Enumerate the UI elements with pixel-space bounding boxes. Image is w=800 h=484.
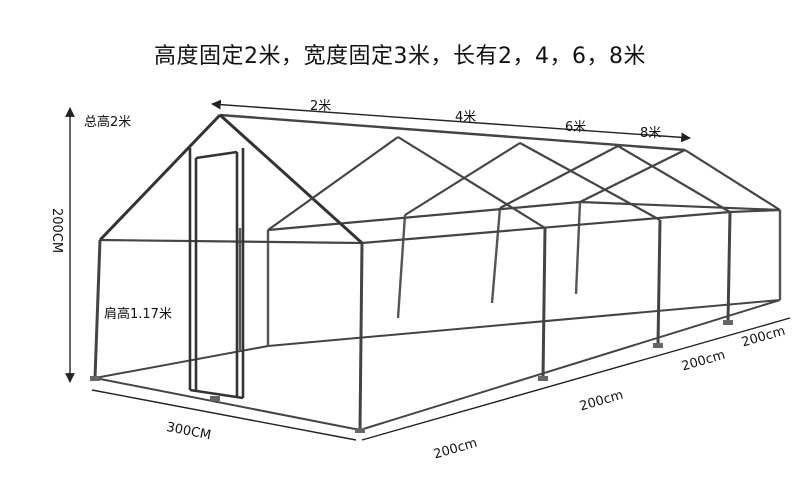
width-dimension-line <box>91 389 357 441</box>
far-side-posts <box>238 201 782 350</box>
length-4m-label: 4米 <box>455 110 477 125</box>
length-6m-label: 6米 <box>565 120 587 135</box>
dimension-lines <box>65 99 791 441</box>
base-frame <box>94 299 781 431</box>
post-feet <box>90 320 733 433</box>
shoulder-height-label: 肩高1.17米 <box>104 307 172 322</box>
length-dimension-line <box>361 317 791 441</box>
diagram-title: 高度固定2米，宽度固定3米，长有2，4，6，8米 <box>154 44 646 69</box>
length-2m-label: 2米 <box>310 99 332 114</box>
eave-rails <box>99 200 781 245</box>
door-frame <box>188 148 245 400</box>
total-height-label: 总高2米 <box>84 115 132 130</box>
front-gable <box>98 113 364 245</box>
roof-rafters <box>267 136 781 231</box>
ridge-pole <box>219 113 686 152</box>
length-8m-label: 8米 <box>640 126 662 141</box>
near-side-posts <box>93 211 732 431</box>
height-cm-label: 200CM <box>49 208 64 254</box>
length-dimension-arrow <box>211 99 691 143</box>
